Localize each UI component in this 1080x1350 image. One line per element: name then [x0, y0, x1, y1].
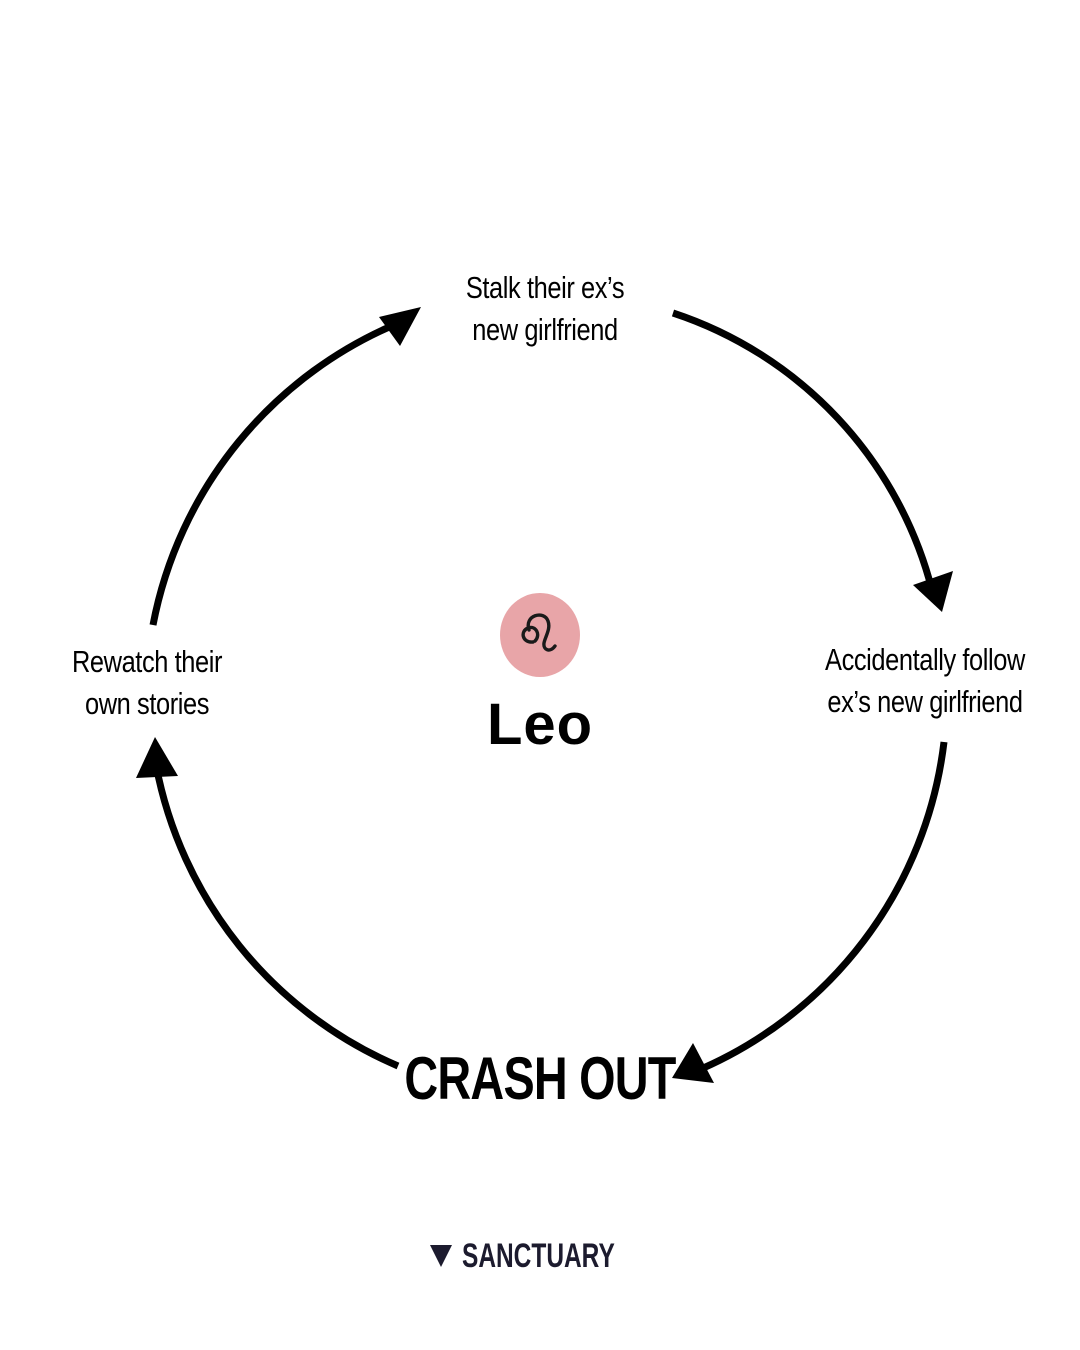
sign-title: Leo	[486, 692, 594, 757]
step-follow-line-1: Accidentally follow	[825, 642, 1025, 677]
arrow-left-to-top	[149, 318, 403, 626]
brand-logo: SANCTUARY	[430, 1234, 650, 1278]
step-rewatch-line-1: Rewatch their	[71, 644, 223, 679]
zodiac-badge	[500, 593, 580, 677]
step-stalk-line-2: new girlfriend	[472, 312, 618, 347]
step-crash-out-label: CRASH OUT	[404, 1045, 676, 1112]
step-rewatch-line-2: own stories	[84, 686, 210, 721]
step-follow-line-2: ex’s new girlfriend	[827, 684, 1023, 719]
step-stalk-label: Stalk their ex’s new girlfriend	[414, 267, 676, 351]
step-follow-label: Accidentally follow ex’s new girlfriend	[794, 639, 1056, 723]
arrowhead-left	[136, 737, 178, 778]
arrowhead-top	[379, 307, 421, 346]
leo-zodiac-icon	[521, 613, 557, 652]
arrowhead-bottom	[672, 1043, 714, 1083]
down-triangle-icon	[430, 1245, 452, 1267]
brand-name: SANCTUARY	[462, 1237, 615, 1275]
step-stalk-line-1: Stalk their ex’s	[465, 270, 625, 305]
step-rewatch-label: Rewatch their own stories	[16, 641, 278, 725]
arrow-right-to-bottom	[692, 741, 948, 1076]
arrow-top-to-right	[671, 309, 936, 591]
arrowhead-right	[913, 571, 953, 612]
arrow-bottom-to-left	[152, 764, 400, 1070]
